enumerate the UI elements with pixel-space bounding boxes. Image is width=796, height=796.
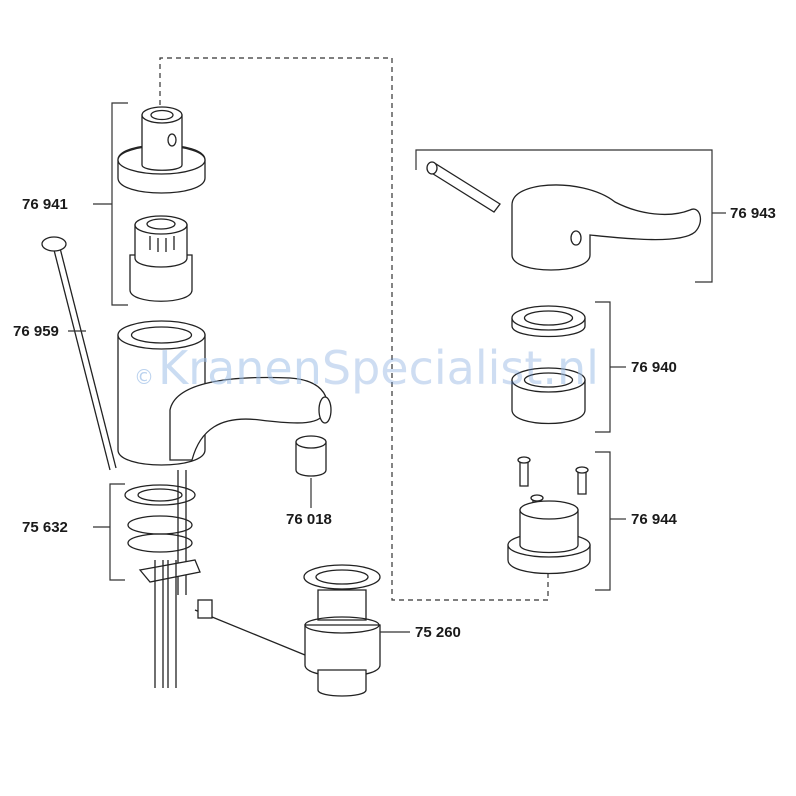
bracket-76941 [111,102,128,306]
ceramic-cartridge-part [129,215,193,302]
temperature-limiter-part [507,500,591,575]
assembly-guide-line [159,57,549,601]
part-label-76940: 76 940 [631,359,677,376]
part-label-76941: 76 941 [22,196,68,213]
part-label-76944: 76 944 [631,511,678,528]
bracket-75632 [109,483,125,581]
bracket-76943 [415,149,713,283]
lift-rod-part [41,236,117,471]
bracket-76944 [595,451,611,591]
faucet-body-part [117,320,332,466]
cartridge-nut-part [511,305,586,425]
part-label-75632: 75 632 [22,519,68,536]
cartridge-cap-part [117,106,206,194]
part-label-75260: 75 260 [415,624,461,641]
lever-handle-part [426,161,702,271]
watermark-copyright: © [134,365,154,389]
watermark-text: KranenSpecialist.nl [158,341,599,395]
mounting-kit-part [124,470,201,688]
watermark-part2: Specialist [322,341,543,395]
aerator-part [295,435,327,477]
part-label-76018: 76 018 [286,511,332,528]
watermark-part3: .nl [542,341,599,395]
part-label-76959: 76 959 [13,323,59,340]
watermark: © KranenSpecialist.nl [134,341,599,395]
part-label-76943: 76 943 [730,205,776,222]
popup-waste-part [194,564,381,697]
watermark-part1: Kranen [158,341,322,395]
